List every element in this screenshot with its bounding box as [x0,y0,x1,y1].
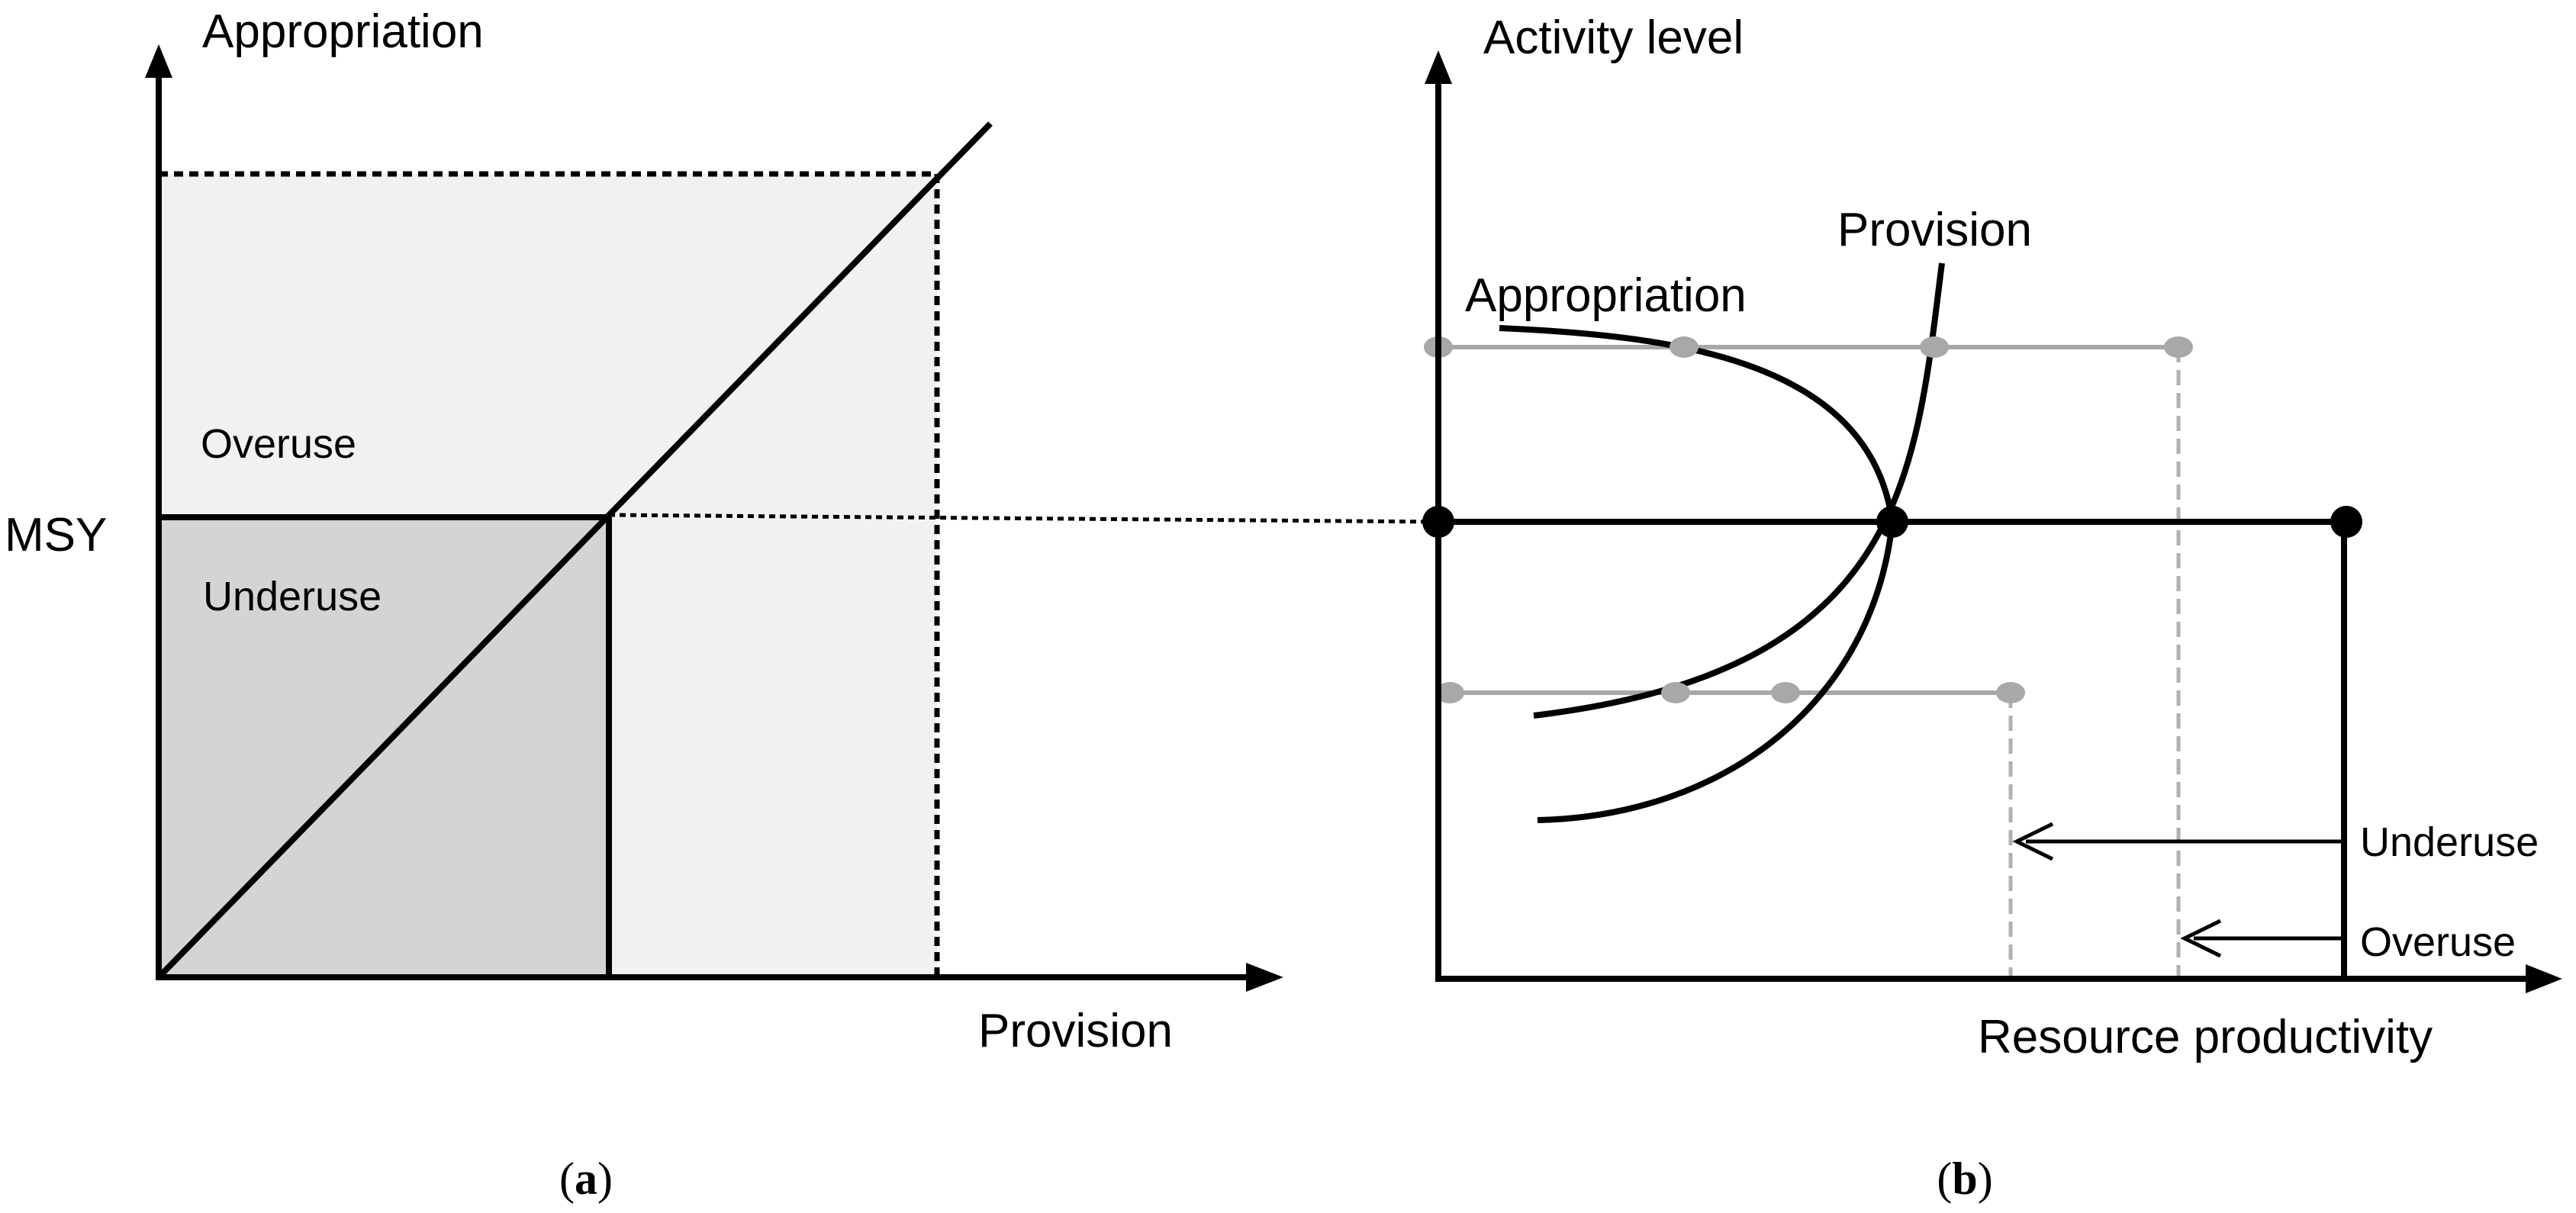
x-axis-arrowhead [1246,963,1283,992]
lower-marker [1435,682,1464,703]
y-axis-arrowhead [1425,50,1452,84]
x-axis-arrowhead [2526,964,2562,993]
panel-b: Activity level Resource productivity Pro… [1422,11,2562,1204]
msy-productivity-point [2330,506,2362,538]
underuse-label: Underuse [203,574,382,619]
y-axis-title: Activity level [1483,11,1744,64]
underuse-arrowhead [2012,822,2054,861]
appropriation-curve-label: Appropriation [1465,269,1747,322]
panel-b-caption: (b) [1937,1153,1992,1204]
x-axis-title: Provision [978,1005,1173,1057]
overuse-label: Overuse [201,421,356,467]
equilibrium-point [1876,506,1908,538]
provision-curve-label: Provision [1837,204,2032,256]
upper-marker [1920,336,1949,358]
msy-label: MSY [5,509,107,561]
lower-marker [1771,682,1800,703]
overuse-arrowhead [2180,919,2222,958]
lower-marker [1661,682,1690,703]
provision-curve [1533,262,1945,719]
lower-marker [1996,682,2025,703]
upper-marker [1670,336,1699,358]
equilibrium-diagonal-line [156,121,993,980]
y-axis-arrowhead [145,44,172,78]
panel-a-caption: (a) [559,1153,613,1204]
upper-marker [2164,336,2193,358]
x-axis-title: Resource productivity [1978,1011,2433,1063]
panel-a: Appropriation Provision MSY Overuse Unde… [5,5,1439,1204]
overuse-shift-label: Overuse [2360,919,2516,965]
underuse-shift-label: Underuse [2360,819,2539,865]
y-axis-title: Appropriation [202,5,484,58]
appropriation-curve [1499,325,1896,823]
